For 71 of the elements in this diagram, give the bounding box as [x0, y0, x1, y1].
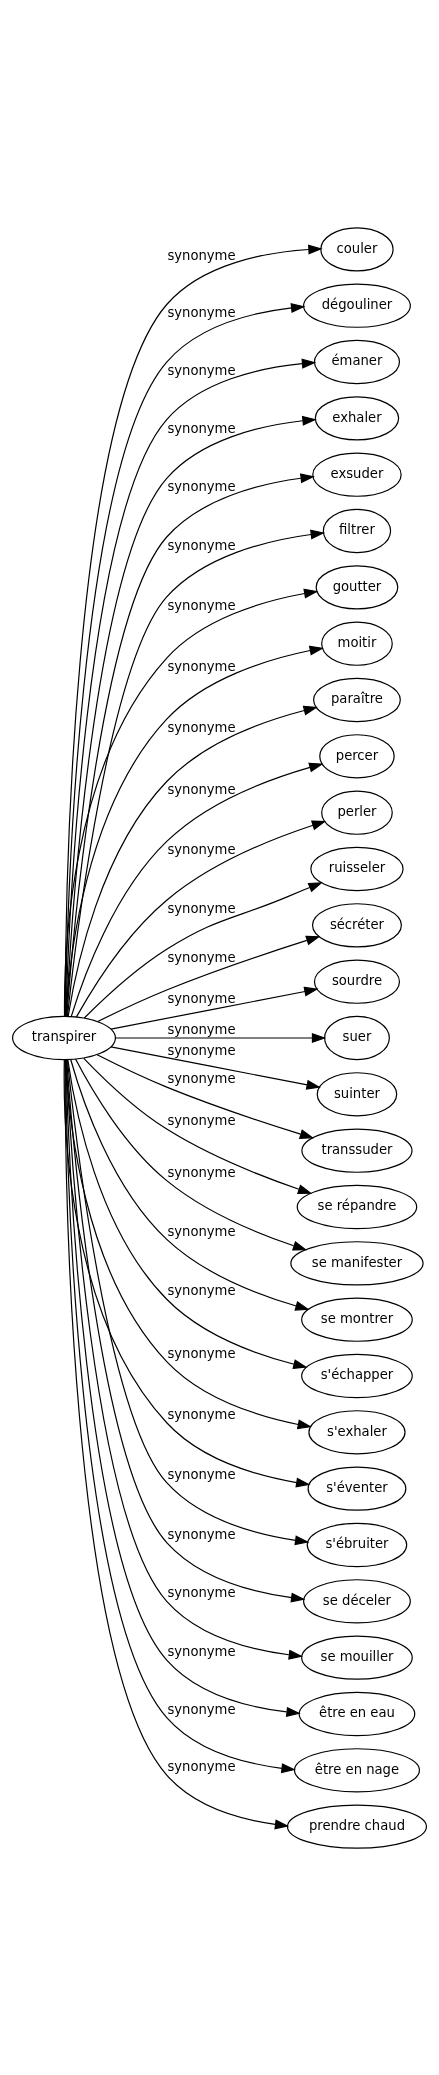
node-ellipse: couler [320, 226, 394, 272]
node-ellipse: goutter [315, 564, 399, 610]
arrow [70, 762, 324, 1017]
arrow [96, 1053, 315, 1139]
node-ellipse: perler [321, 790, 393, 835]
node-ellipse: suinter [316, 1071, 398, 1116]
edge-label: synonyme [167, 1070, 236, 1086]
node-ellipse: être en eau [298, 1691, 416, 1736]
arrow [67, 1058, 308, 1369]
edge-label: synonyme [167, 1758, 236, 1774]
arrow [83, 1057, 313, 1194]
node-ellipse: dégouliner [303, 283, 411, 328]
edge-label: synonyme [167, 247, 236, 263]
arrow [65, 645, 324, 1017]
node-ellipse: moitir [321, 621, 393, 666]
edge-label: synonyme [167, 1466, 236, 1482]
edge-label: synonyme [167, 900, 236, 916]
node-ellipse: transsuder [301, 1128, 413, 1173]
edge-label: synonyme [167, 1406, 236, 1422]
arrow [70, 1058, 310, 1311]
edge-label: synonyme [167, 1042, 236, 1058]
node-ellipse: se déceler [303, 1578, 411, 1623]
edge-label: synonyme [167, 362, 236, 378]
node-ellipse: filtrer [322, 508, 392, 553]
edge-label: synonyme [167, 1643, 236, 1659]
node-ellipse: s'exhaler [308, 1409, 406, 1454]
edge-label: synonyme [167, 1021, 236, 1037]
node-ellipse: se mouiller [301, 1634, 413, 1680]
edge-label: synonyme [167, 1223, 236, 1239]
node-ellipse: ruisseler [310, 846, 404, 891]
node-ellipse: suer [324, 1015, 390, 1060]
edge-label: synonyme [167, 420, 236, 435]
node-ellipse: prendre chaud [286, 1803, 428, 1849]
arrow [83, 881, 323, 1019]
arrow [97, 935, 321, 1022]
edge-label: synonyme [167, 990, 236, 1006]
node-ellipse: exhaler [314, 395, 400, 441]
node-ellipse: sécréter [311, 902, 402, 947]
edge-label: synonyme [167, 1584, 236, 1600]
edge-label: synonyme [167, 478, 236, 494]
edge-label: synonyme [167, 781, 236, 797]
node-ellipse: sourdre [313, 959, 401, 1004]
edge-label: synonyme [167, 537, 236, 553]
arrow [74, 1058, 308, 1250]
arrow [110, 986, 319, 1030]
edge-label: synonyme [167, 1526, 236, 1542]
node-ellipse: paraître [313, 677, 401, 722]
edge-label: synonyme [167, 304, 236, 320]
edge-label: synonyme [167, 658, 236, 674]
edge-label: synonyme [167, 719, 236, 735]
node-ellipse: s'ébruiter [306, 1522, 408, 1567]
edge-label: synonyme [167, 1701, 236, 1717]
edge-label: synonyme [167, 1112, 236, 1128]
edge-label: synonyme [167, 1164, 236, 1180]
edge-label: synonyme [167, 841, 236, 857]
arrow [67, 705, 318, 1017]
node-ellipse: transpirer [12, 1015, 116, 1060]
node-ellipse: se montrer [301, 1297, 413, 1342]
node-ellipse: exsuder [312, 452, 402, 497]
edge-label: synonyme [167, 597, 236, 613]
arrow [110, 1045, 321, 1090]
node-ellipse: s'échapper [301, 1353, 413, 1398]
edge-label: synonyme [167, 1282, 236, 1298]
node-ellipse: émaner [313, 339, 401, 384]
node-ellipse: être en nage [293, 1747, 421, 1792]
arrow [114, 1032, 327, 1043]
node-ellipse: s'éventer [307, 1465, 407, 1511]
arrow [75, 820, 327, 1017]
node-ellipse: percer [319, 733, 395, 778]
edge-label: synonyme [167, 949, 236, 965]
edge-label: synonyme [167, 1345, 236, 1361]
